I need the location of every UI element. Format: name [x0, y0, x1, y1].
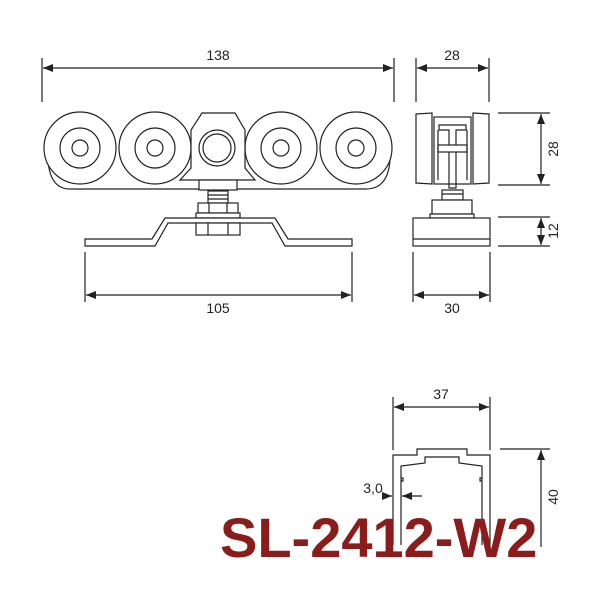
center-block — [178, 112, 257, 181]
side-wheel — [472, 112, 490, 185]
rail-profile: 37 40 3,0 — [363, 386, 561, 547]
dim-side-height: 28 — [545, 141, 561, 157]
dim-side-width: 28 — [444, 47, 460, 63]
wheel — [244, 111, 318, 185]
wheel — [118, 111, 192, 185]
dim-profile-height: 40 — [545, 489, 561, 505]
side-view: 28 28 12 30 — [412, 47, 561, 316]
dim-profile-width: 37 — [433, 386, 449, 402]
mounting-plate — [84, 217, 353, 247]
front-view: 138 105 — [41, 47, 395, 316]
wheel — [319, 111, 393, 185]
wheel — [43, 111, 117, 185]
dim-plate-height: 12 — [545, 223, 561, 239]
dim-profile-wall: 3,0 — [363, 480, 383, 496]
dim-plate-depth: 30 — [444, 300, 460, 316]
dim-front-width: 138 — [206, 47, 230, 63]
side-wheel — [415, 112, 433, 185]
dim-plate-width: 105 — [206, 300, 230, 316]
product-code: SL-2412-W2 — [220, 506, 538, 569]
